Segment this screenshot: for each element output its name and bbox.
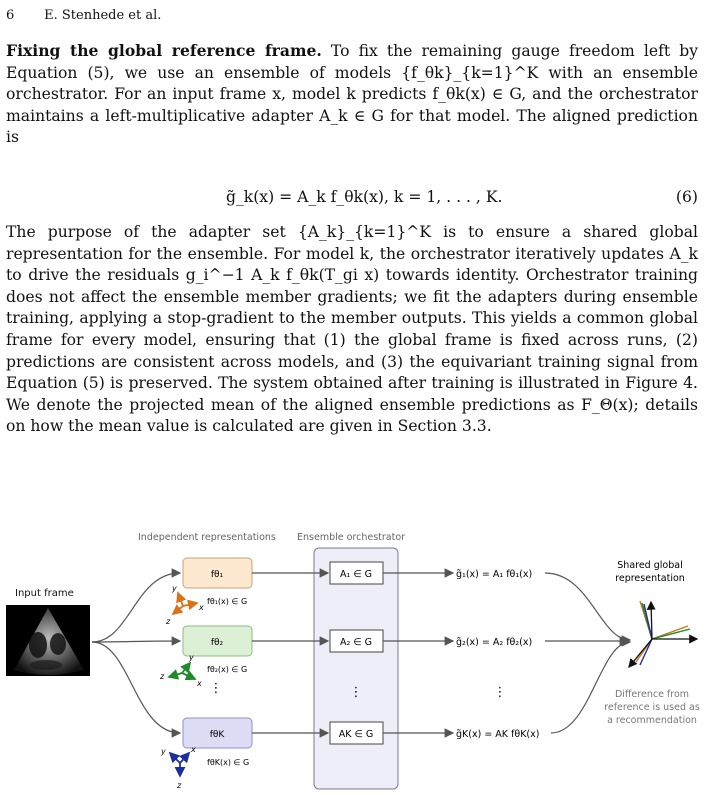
- diff-line-3: a recommendation: [607, 715, 697, 726]
- model-label-2: fθ₂: [211, 638, 224, 648]
- equation-number: (6): [675, 188, 698, 206]
- figure-ensemble-orchestrator: Independent representations Ensemble orc…: [6, 532, 700, 790]
- model-label-k: fθK: [210, 730, 226, 740]
- paragraph-adapter: The purpose of the adapter set {A_k}_{k=…: [6, 223, 698, 436]
- svg-text:z: z: [176, 781, 182, 790]
- shared-label-2: representation: [615, 573, 685, 584]
- output-label-k: g̃K(x) = AK fθK(x): [456, 729, 539, 740]
- adapter-label-2: A₂ ∈ G: [340, 637, 372, 648]
- ellipsis-models: ⋮: [210, 681, 223, 696]
- ellipsis-outputs: ⋮: [494, 685, 507, 700]
- svg-text:x: x: [198, 603, 204, 612]
- svg-text:z: z: [159, 672, 165, 681]
- shared-label-1: Shared global: [617, 560, 682, 571]
- equation-body: g̃_k(x) = A_k f_θk(x), k = 1, . . . , K.: [226, 188, 503, 206]
- diff-line-1: Difference from: [615, 689, 689, 700]
- diff-line-2: reference is used as: [604, 702, 700, 713]
- adapter-label-1: A₁ ∈ G: [340, 569, 372, 580]
- page-number: 6: [6, 8, 15, 23]
- svg-text:x: x: [190, 745, 196, 754]
- output-label-1: g̃₁(x) = A₁ fθ₁(x): [456, 569, 532, 580]
- frame-axes-1: x y z: [165, 584, 204, 626]
- model-label-1: fθ₁: [211, 570, 224, 580]
- svg-text:y: y: [171, 584, 177, 593]
- frame-axes-2: x y z: [159, 653, 202, 688]
- global-frame-axes: [628, 600, 699, 669]
- paragraph-gauge-text: To fix the remaining gauge freedom left …: [6, 42, 698, 147]
- running-title: E. Stenhede et al.: [44, 8, 162, 23]
- ellipsis-adapters: ⋮: [350, 685, 363, 700]
- label-orchestrator: Ensemble orchestrator: [297, 532, 405, 543]
- svg-text:z: z: [165, 617, 171, 626]
- echo-sector: [14, 608, 84, 675]
- label-input-frame: Input frame: [15, 588, 74, 599]
- adapter-label-k: AK ∈ G: [339, 729, 373, 740]
- paragraph-gauge: Fixing the global reference frame. To fi…: [6, 40, 698, 149]
- equation-6: g̃_k(x) = A_k f_θk(x), k = 1, . . . , K.…: [6, 188, 698, 210]
- running-header: 6 E. Stenhede et al.: [6, 8, 161, 23]
- svg-text:y: y: [188, 653, 194, 662]
- output-label-2: g̃₂(x) = A₂ fθ₂(x): [456, 637, 532, 648]
- label-independent: Independent representations: [138, 532, 276, 543]
- frame-label-k: fθK(x) ∈ G: [207, 758, 249, 767]
- paragraph-heading: Fixing the global reference frame.: [6, 41, 322, 60]
- frame-label-1: fθ₁(x) ∈ G: [207, 597, 247, 606]
- frame-axes-k: x y z: [160, 745, 196, 790]
- frame-label-2: fθ₂(x) ∈ G: [207, 665, 247, 674]
- svg-text:x: x: [196, 679, 202, 688]
- svg-text:y: y: [160, 747, 166, 756]
